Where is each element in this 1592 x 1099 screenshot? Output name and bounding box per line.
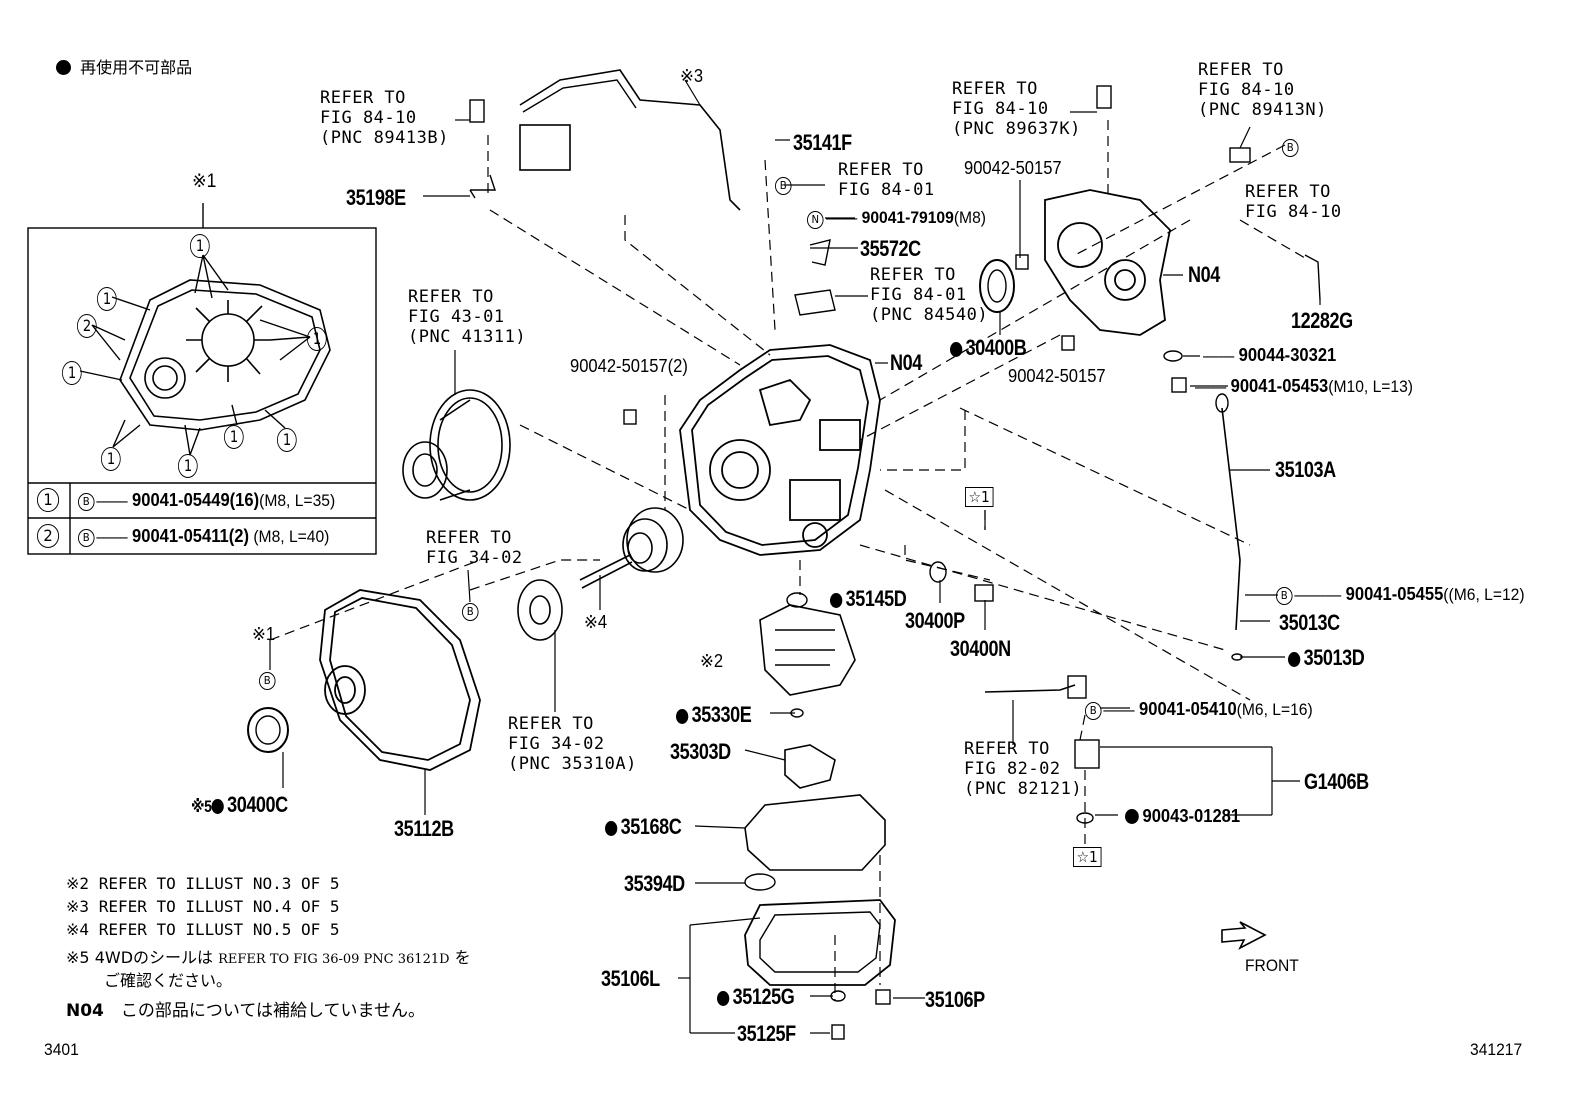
note-5-line2: ご確認ください。	[104, 971, 233, 990]
front-label: FRONT	[1245, 956, 1299, 975]
part-35145D: 35145D	[830, 586, 907, 612]
part-35141F: 35141F	[793, 130, 852, 155]
inset-callout-1h: 1	[178, 451, 198, 478]
part-90042-50157-right: 90042-50157	[1008, 366, 1106, 386]
part-90042-50157-2: 90042-50157(2)	[570, 356, 688, 376]
mark-4: ※4	[584, 612, 608, 632]
note-5: ※5 4WDのシールは REFER TO FIG 36-09 PNC 36121…	[66, 948, 471, 967]
inset-callout-1g: 1	[101, 444, 121, 471]
part-90042-50157-top: 90042-50157	[964, 158, 1062, 178]
inset-callout-1b: 1	[97, 284, 117, 311]
inset-row-2-detail: B—— 90041-05411(2) (M8, L=40)	[78, 526, 329, 547]
part-30400N: 30400N	[950, 636, 1011, 661]
inset-box	[27, 227, 377, 555]
note-3: ※3 REFER TO ILLUST NO.4 OF 5	[66, 897, 340, 916]
part-35168C: 35168C	[605, 814, 682, 840]
circle-b-34-02: B	[462, 601, 480, 621]
star-1b: ☆1	[1073, 847, 1102, 867]
part-35106L: 35106L	[601, 966, 660, 991]
part-35106P: 35106P	[925, 987, 985, 1012]
inset-housing-drawing	[119, 279, 331, 431]
inset-row-1: 1	[37, 488, 60, 512]
front-arrow-icon	[1221, 921, 1267, 950]
part-90041-05453: —— 90041-05453(M10, L=13)	[1195, 376, 1414, 396]
footer-left: 3401	[44, 1040, 79, 1059]
star-1a: ☆1	[965, 487, 994, 507]
inset-ref-mark: ※1	[192, 171, 217, 192]
wire-harness	[519, 69, 741, 211]
input-shaft-drawing	[579, 507, 684, 589]
note-4: ※4 REFER TO ILLUST NO.5 OF 5	[66, 920, 340, 939]
circle-b-89413N: B	[1282, 137, 1300, 157]
part-35303D: 35303D	[670, 739, 731, 764]
part-N04-extension: N04	[1188, 262, 1220, 287]
oil-pump-drawing	[517, 579, 563, 641]
inset-callout-1a: 1	[190, 231, 210, 258]
inset-callout-1f: 1	[277, 425, 297, 452]
part-35330E: 35330E	[676, 702, 752, 728]
part-90044-30321: —— 90044-30321	[1203, 345, 1337, 365]
circle-b-84-01: B	[775, 175, 793, 195]
part-35125G: 35125G	[717, 984, 795, 1010]
part-30400P: 30400P	[905, 608, 965, 633]
note-n04: N04 この部品については補給していません。	[66, 1001, 426, 1021]
part-90041-79109: —— 90041-79109(M8)	[826, 208, 986, 227]
part-35103A: 35103A	[1275, 457, 1336, 482]
circle-n: N	[807, 209, 825, 229]
part-12282G: 12282G	[1291, 308, 1353, 333]
non-reusable-dot-icon	[56, 60, 71, 75]
legend-text: 再使用不可部品	[80, 58, 193, 77]
circle-b-housing: B	[259, 670, 277, 690]
part-35013C: 35013C	[1279, 610, 1340, 635]
part-35013D: 35013D	[1288, 645, 1365, 671]
inset-callout-1e: 1	[224, 422, 244, 449]
part-35112B: 35112B	[394, 816, 454, 841]
dipstick-tube	[1221, 407, 1241, 631]
part-35198E: 35198E	[346, 185, 406, 210]
valve-body-drawing	[759, 604, 856, 696]
part-35125F: 35125F	[737, 1021, 796, 1046]
part-90043-01281: 90043-01281	[1125, 806, 1240, 827]
differential-drawing	[402, 389, 511, 501]
note-2: ※2 REFER TO ILLUST NO.3 OF 5	[66, 874, 340, 893]
mark-1-housing: ※1	[252, 624, 276, 644]
converter-housing-drawing	[319, 589, 481, 771]
part-G1406B: G1406B	[1304, 769, 1369, 794]
inset-callout-2: 2	[77, 311, 97, 338]
part-30400B: 30400B	[950, 335, 1027, 361]
part-90041-05455: B——— 90041-05455((M6, L=12)	[1276, 584, 1525, 605]
part-35394D: 35394D	[624, 871, 685, 896]
inset-row-2: 2	[37, 524, 60, 548]
part-N04-case: N04	[890, 350, 922, 375]
inset-row-1-detail: B—— 90041-05449(16)(M8, L=35)	[78, 490, 335, 511]
mark-2: ※2	[700, 651, 724, 671]
extension-housing-drawing	[1044, 189, 1171, 336]
transaxle-case-drawing	[679, 344, 881, 556]
inset-callout-1d: 1	[62, 358, 82, 385]
inset-callout-1c: 1	[307, 324, 327, 351]
part-35572C: 35572C	[860, 236, 921, 261]
part-90041-05410: B—— 90041-05410(M6, L=16)	[1085, 699, 1313, 720]
legend: 再使用不可部品	[56, 54, 192, 78]
mark-3: ※3	[680, 66, 704, 86]
footer-right: 341217	[1470, 1040, 1523, 1059]
